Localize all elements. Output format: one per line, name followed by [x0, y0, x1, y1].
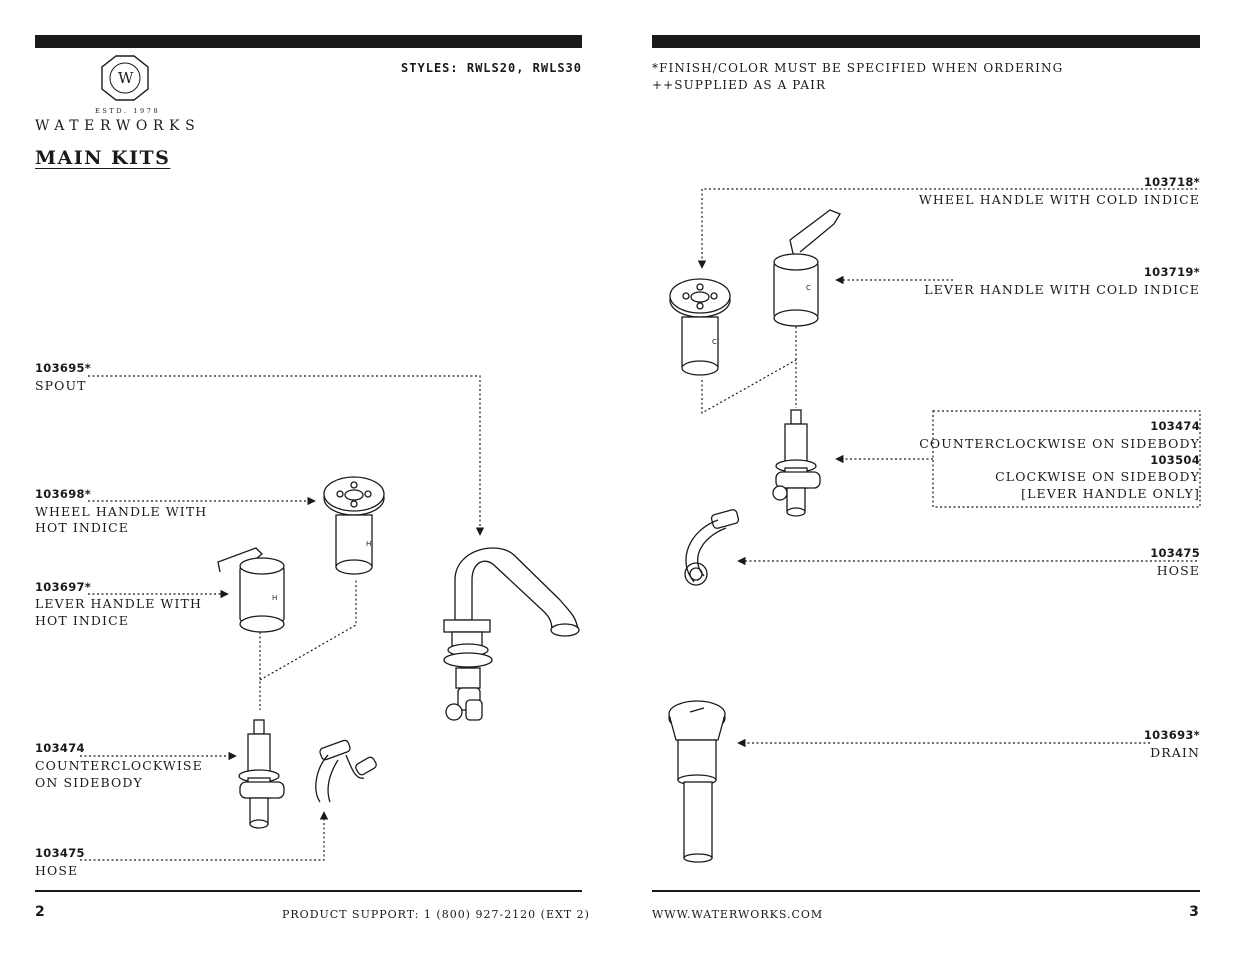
part-code-lever-cold: 103719*: [1143, 265, 1200, 279]
part-label-sidebody-cw-2: [LEVER HANDLE ONLY]: [1021, 486, 1200, 501]
svg-text:H: H: [366, 540, 371, 548]
part-label-spout: SPOUT: [35, 378, 87, 393]
part-code-hose-right: 103475: [1150, 546, 1200, 560]
leader-connect-4: [701, 359, 797, 415]
part-code-spout: 103695*: [35, 361, 92, 375]
leader-hose-left: [80, 811, 329, 861]
drain-icon: [668, 700, 726, 863]
leader-wheel-cold: [697, 188, 1197, 269]
part-label-sidebody-left-2: ON SIDEBODY: [35, 775, 143, 790]
part-label-drain: DRAIN: [1150, 745, 1200, 760]
part-label-wheel-hot-1: WHEEL HANDLE WITH: [35, 504, 208, 519]
leader-connect-2: [259, 580, 357, 681]
right-header-bar: [652, 35, 1200, 48]
left-footer-rule: [35, 890, 582, 892]
hose-left-icon: [315, 739, 377, 803]
leader-spout: [88, 375, 485, 536]
spout-icon: [443, 547, 580, 721]
part-label-wheel-cold: WHEEL HANDLE WITH COLD INDICE: [918, 192, 1200, 207]
sidebody-left-icon: [238, 719, 285, 829]
page-number-right: 3: [1189, 904, 1200, 920]
left-header-bar: [35, 35, 582, 48]
sidebody-right-icon: [772, 409, 821, 517]
wheel-handle-cold-icon: C: [669, 278, 731, 376]
part-code-drain: 103693*: [1143, 728, 1200, 742]
svg-text:H: H: [272, 594, 277, 602]
brand-name: WATERWORKS: [35, 118, 201, 134]
brand-logo-icon: [101, 55, 149, 101]
brand-established: ESTD. 1978: [95, 107, 161, 115]
part-code-hose-left: 103475: [35, 846, 85, 860]
part-code-wheel-hot: 103698*: [35, 487, 92, 501]
right-footer-rule: [652, 890, 1200, 892]
hose-right-icon: [684, 509, 740, 586]
part-label-sidebody-left-1: COUNTERCLOCKWISE: [35, 758, 203, 773]
note-finish: *FINISH/COLOR MUST BE SPECIFIED WHEN ORD…: [652, 61, 1064, 75]
wheel-handle-hot-icon: H: [323, 476, 385, 575]
footer-support: PRODUCT SUPPORT: 1 (800) 927-2120 (EXT 2…: [282, 908, 590, 921]
svg-text:C: C: [806, 284, 811, 292]
part-label-hose-left: HOSE: [35, 863, 79, 878]
part-label-hose-right: HOSE: [1156, 563, 1200, 578]
note-pair: ++SUPPLIED AS A PAIR: [652, 78, 827, 92]
part-code-lever-hot: 103697*: [35, 580, 92, 594]
part-code-wheel-cold: 103718*: [1143, 175, 1200, 189]
part-label-sidebody-cw-1: CLOCKWISE ON SIDEBODY: [995, 469, 1200, 484]
part-label-lever-hot-1: LEVER HANDLE WITH: [35, 596, 202, 611]
footer-website[interactable]: WWW.WATERWORKS.COM: [652, 908, 824, 921]
svg-text:C: C: [712, 338, 717, 346]
part-label-wheel-hot-2: HOT INDICE: [35, 520, 129, 535]
part-label-lever-cold: LEVER HANDLE WITH COLD INDICE: [924, 282, 1200, 297]
page-number-left: 2: [35, 904, 46, 920]
part-label-sidebody-ccw: COUNTERCLOCKWISE ON SIDEBODY: [919, 436, 1200, 451]
part-code-sidebody-ccw: 103474: [1150, 419, 1200, 433]
lever-handle-hot-icon: H: [217, 547, 285, 633]
part-code-sidebody-cw: 103504: [1150, 453, 1200, 467]
part-code-sidebody-left: 103474: [35, 741, 85, 755]
page-title: MAIN KITS: [35, 147, 171, 169]
sidebody-bracket: [932, 410, 1201, 508]
brand-monogram: W: [118, 69, 134, 87]
part-label-lever-hot-2: HOT INDICE: [35, 613, 129, 628]
lever-handle-cold-icon: C: [773, 209, 841, 327]
styles-label: STYLES: RWLS20, RWLS30: [401, 61, 582, 75]
